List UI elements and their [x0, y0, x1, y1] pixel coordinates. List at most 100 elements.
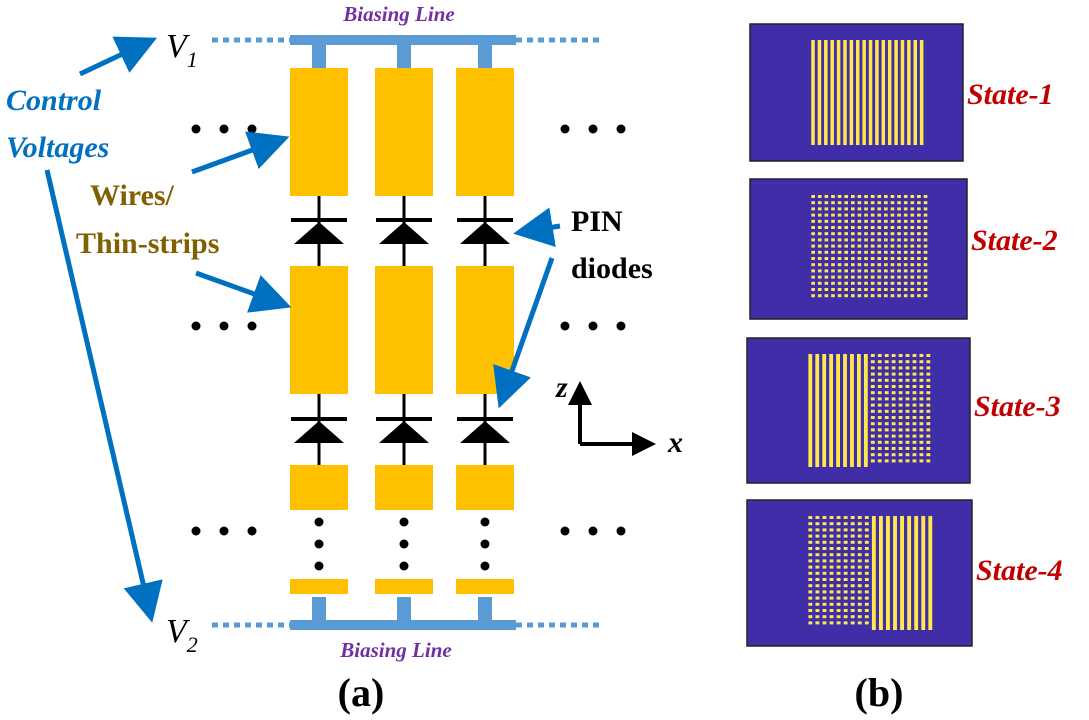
- horizontal-ellipsis-dot: [588, 321, 598, 331]
- wire-segment: [926, 409, 931, 413]
- continuous-wire: [921, 516, 926, 630]
- wire-segment: [877, 366, 882, 370]
- wire-segment: [850, 584, 855, 588]
- wire-segment: [831, 275, 835, 279]
- wire-segment: [844, 263, 849, 267]
- wire-segment: [919, 428, 924, 432]
- wire-segment: [870, 385, 875, 388]
- continuous-wire: [881, 40, 886, 145]
- wire-segment: [808, 609, 813, 612]
- wire-segment: [870, 201, 875, 205]
- wire-segment: [903, 232, 908, 236]
- wire-segment: [857, 578, 862, 581]
- wire-segment: [898, 397, 903, 401]
- wire-segment: [857, 621, 862, 625]
- wire-segment: [891, 434, 896, 438]
- wire-segment: [831, 269, 835, 273]
- pin-arrow-lower: [493, 257, 555, 409]
- wire-segment: [844, 238, 849, 242]
- wire-segment: [898, 428, 903, 432]
- wire-segment: [817, 195, 822, 198]
- wire-segment: [811, 281, 815, 285]
- wire-segment: [890, 219, 895, 223]
- wire-segment: [836, 565, 841, 569]
- wire-segment: [824, 275, 829, 279]
- wire-segment: [850, 226, 855, 229]
- state-2-panel: State-2: [749, 178, 1058, 320]
- wire-segment: [843, 602, 848, 606]
- wire-segment: [910, 294, 915, 298]
- wire-segment: [870, 459, 875, 463]
- wire-segment: [864, 201, 868, 205]
- wire-segment: [857, 263, 862, 267]
- wire-segment: [850, 250, 855, 254]
- wire-segment: [815, 609, 820, 612]
- wire-segment: [864, 584, 869, 588]
- wire-segment: [808, 522, 813, 526]
- wire-segment: [844, 195, 849, 198]
- wire-segment: [811, 263, 815, 267]
- state-1-panel: State-1: [749, 23, 1054, 162]
- wire-segment: [864, 263, 868, 267]
- wire-segment: [837, 226, 842, 229]
- state-4-panel: State-4: [746, 499, 1063, 647]
- horizontal-ellipsis-dot: [588, 124, 598, 134]
- wire-segment: [844, 201, 849, 205]
- wire-segment: [870, 409, 875, 413]
- wire-segment: [884, 403, 889, 407]
- wire-segment: [829, 615, 834, 619]
- wire-segment: [857, 275, 862, 279]
- wire-segment: [877, 378, 882, 382]
- horizontal-ellipsis-dot: [191, 526, 201, 536]
- wire-segment: [905, 447, 910, 450]
- wire-segment: [811, 213, 815, 217]
- wire-segment: [905, 434, 910, 438]
- wire-segment: [898, 453, 903, 457]
- wire-segment: [829, 540, 834, 544]
- wire-segment: [903, 219, 908, 223]
- wire-segment: [884, 244, 888, 248]
- wire-segment: [897, 269, 901, 273]
- wire-segment: [831, 263, 835, 267]
- wire-segment: [857, 516, 862, 519]
- wire-segment: [836, 584, 841, 588]
- wire-segment: [843, 540, 848, 544]
- wire-segment: [850, 590, 855, 594]
- diode-triangle: [294, 421, 344, 443]
- wire-segment: [824, 238, 829, 242]
- wire-segment: [843, 565, 848, 569]
- wire-segment: [836, 547, 841, 550]
- wire-segment: [857, 559, 862, 563]
- wire-segment: [850, 288, 855, 291]
- wire-segment: [912, 459, 917, 463]
- continuous-wire: [900, 40, 905, 145]
- wire-segment: [837, 288, 842, 291]
- wire-segment: [910, 257, 915, 260]
- wire-segment: [897, 294, 901, 298]
- wire-segment: [912, 366, 917, 370]
- wire-segment: [903, 263, 908, 267]
- wire-segment: [877, 232, 882, 236]
- wire-segment: [910, 195, 915, 198]
- wire-segment: [850, 528, 855, 532]
- wire-segment: [905, 360, 910, 364]
- state-label: State-1: [967, 78, 1054, 111]
- wire-segment: [815, 540, 820, 544]
- wire-segment: [844, 294, 849, 298]
- wire-segment: [837, 238, 842, 242]
- wire-segment: [917, 226, 921, 229]
- wire-segment: [884, 378, 889, 382]
- wire-segment: [857, 590, 862, 594]
- continuous-wire: [875, 40, 879, 145]
- wire-segment: [905, 428, 910, 432]
- thin-strip-upper: [290, 68, 348, 196]
- wire-segment: [884, 416, 889, 419]
- horizontal-ellipsis-dot: [247, 124, 257, 134]
- wire-segment: [817, 269, 822, 273]
- wire-segment: [837, 294, 842, 298]
- wire-segment: [811, 232, 815, 236]
- thin-strip-end: [375, 579, 433, 594]
- wire-segment: [817, 213, 822, 217]
- wire-segment: [890, 288, 895, 291]
